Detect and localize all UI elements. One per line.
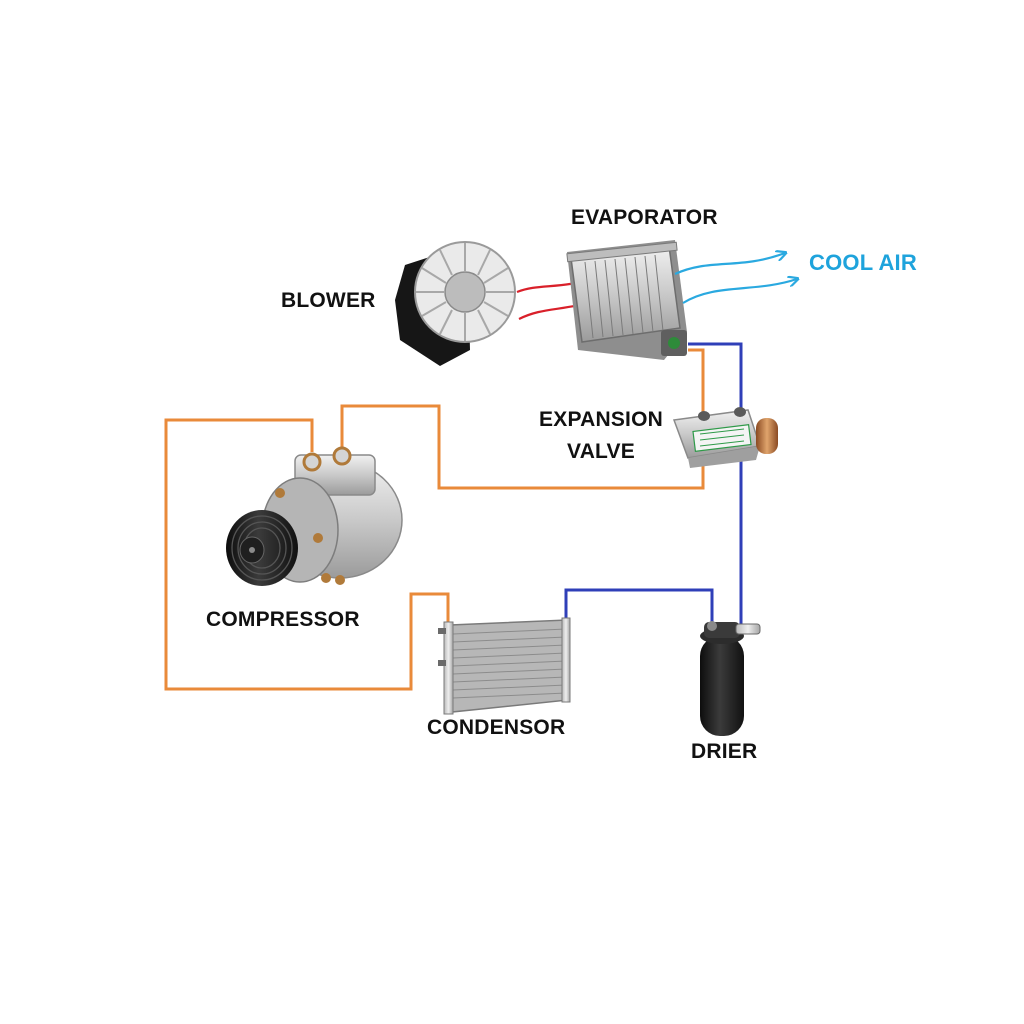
- drier-label: DRIER: [691, 740, 758, 763]
- expansion-valve-label: EXPANSION VALVE: [533, 404, 669, 468]
- condenser-icon: [438, 617, 571, 715]
- cool-air-label: COOL AIR: [809, 250, 917, 275]
- blower-fan-icon: [395, 241, 516, 366]
- drier-icon: [700, 621, 761, 736]
- expansion-valve-label-line-2: VALVE: [567, 440, 635, 463]
- blue-line-evaporator-to-drier: [688, 342, 743, 624]
- compressor-icon: [226, 446, 403, 586]
- blower-label: BLOWER: [281, 289, 376, 312]
- orange-line-expansion-valve-to-evaporator: [688, 348, 705, 412]
- evaporator-label: EVAPORATOR: [571, 206, 718, 229]
- expansion-valve-icon: [672, 407, 778, 468]
- refrigerant-lines: [164, 342, 743, 691]
- blue-line-condenser-to-drier: [564, 588, 714, 626]
- evaporator-core-icon: [566, 240, 687, 360]
- cool-air-arrows: [674, 253, 797, 304]
- cool-air-arrow: [674, 253, 785, 276]
- compressor-label: COMPRESSOR: [206, 608, 360, 631]
- orange-line-compressor-to-condenser: [164, 418, 450, 691]
- cool-air-arrow: [682, 279, 797, 304]
- orange-line-compressor-to-expansion-valve: [340, 404, 705, 490]
- condensor-label: CONDENSOR: [427, 716, 566, 739]
- expansion-valve-label-line-1: EXPANSION: [539, 408, 663, 431]
